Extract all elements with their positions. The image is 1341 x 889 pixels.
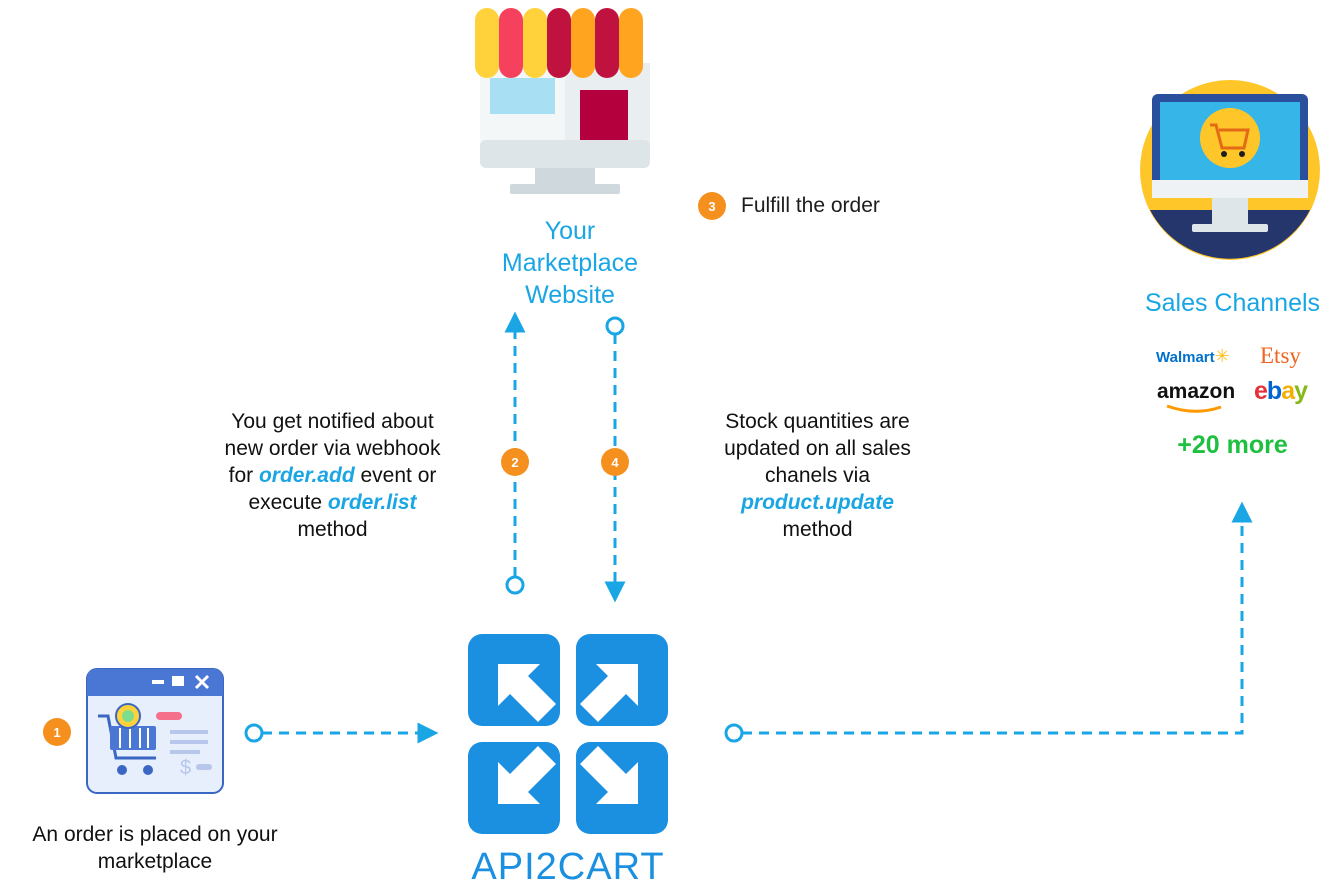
step-4-line: Stock quantities are	[725, 410, 910, 433]
amazon-logo: amazon	[1157, 380, 1236, 413]
arrow-order-to-api	[244, 722, 439, 744]
sales-channels-title: Sales Channels	[1144, 289, 1321, 317]
etsy-logo-text: Etsy	[1260, 343, 1301, 368]
etsy-logo: Etsy	[1260, 343, 1301, 369]
method-name: product.update	[741, 491, 894, 514]
marketplace-title: Your Marketplace Website	[470, 215, 670, 311]
step-3-badge: 3	[698, 192, 726, 220]
walmart-logo-text: Walmart	[1156, 349, 1215, 366]
step-2-badge: 2	[501, 448, 529, 476]
method-name: order.list	[327, 491, 417, 514]
storefront-icon	[475, 8, 650, 194]
text: event or	[354, 464, 437, 487]
ebay-logo-text: ebay	[1254, 377, 1308, 405]
step-1-text: An order is placed on your marketplace	[0, 821, 310, 875]
ebay-logo: ebay	[1254, 377, 1308, 406]
marketplace-title-line: Your	[544, 217, 596, 245]
step-4-line: chanels via	[764, 464, 871, 487]
step-4-badge: 4	[601, 448, 629, 476]
step-1-badge: 1	[43, 718, 71, 746]
step-4-line: updated on all sales	[724, 437, 911, 460]
api2cart-logo-icon	[468, 634, 668, 834]
svg-text:$: $	[180, 757, 191, 779]
text: for	[228, 464, 259, 487]
step-2-text: You get notified about new order via web…	[190, 408, 475, 543]
step-2-line: You get notified about	[231, 410, 434, 433]
step-4-line: product.update	[690, 489, 945, 516]
step-2-line: for order.add event or	[190, 462, 475, 489]
marketplace-title-line: Marketplace	[501, 249, 639, 277]
step-1-line: An order is placed on your	[32, 823, 278, 846]
step-4-text: Stock quantities are updated on all sale…	[690, 408, 945, 543]
amazon-logo-text: amazon	[1157, 380, 1236, 403]
method-name: order.add	[258, 464, 355, 487]
text: execute	[248, 491, 328, 514]
arrow-api-to-channels	[724, 501, 1253, 743]
step-1-line: marketplace	[97, 850, 213, 873]
api2cart-label: API2CART	[471, 846, 665, 888]
amazon-smile-icon	[1166, 404, 1222, 413]
more-channels: +20 more	[1177, 431, 1288, 459]
step-4-line: method	[782, 518, 853, 541]
marketplace-title-line: Website	[525, 281, 615, 309]
step-2-line: execute order.list	[190, 489, 475, 516]
step-3-text: Fulfill the order	[741, 194, 880, 217]
order-window-icon: $	[86, 668, 224, 794]
walmart-logo: Walmart✳	[1156, 346, 1230, 367]
sales-channels-monitor-icon	[1140, 80, 1320, 260]
spark-icon: ✳	[1214, 346, 1230, 366]
step-2-line: method	[297, 518, 368, 541]
step-2-line: new order via webhook	[224, 437, 441, 460]
